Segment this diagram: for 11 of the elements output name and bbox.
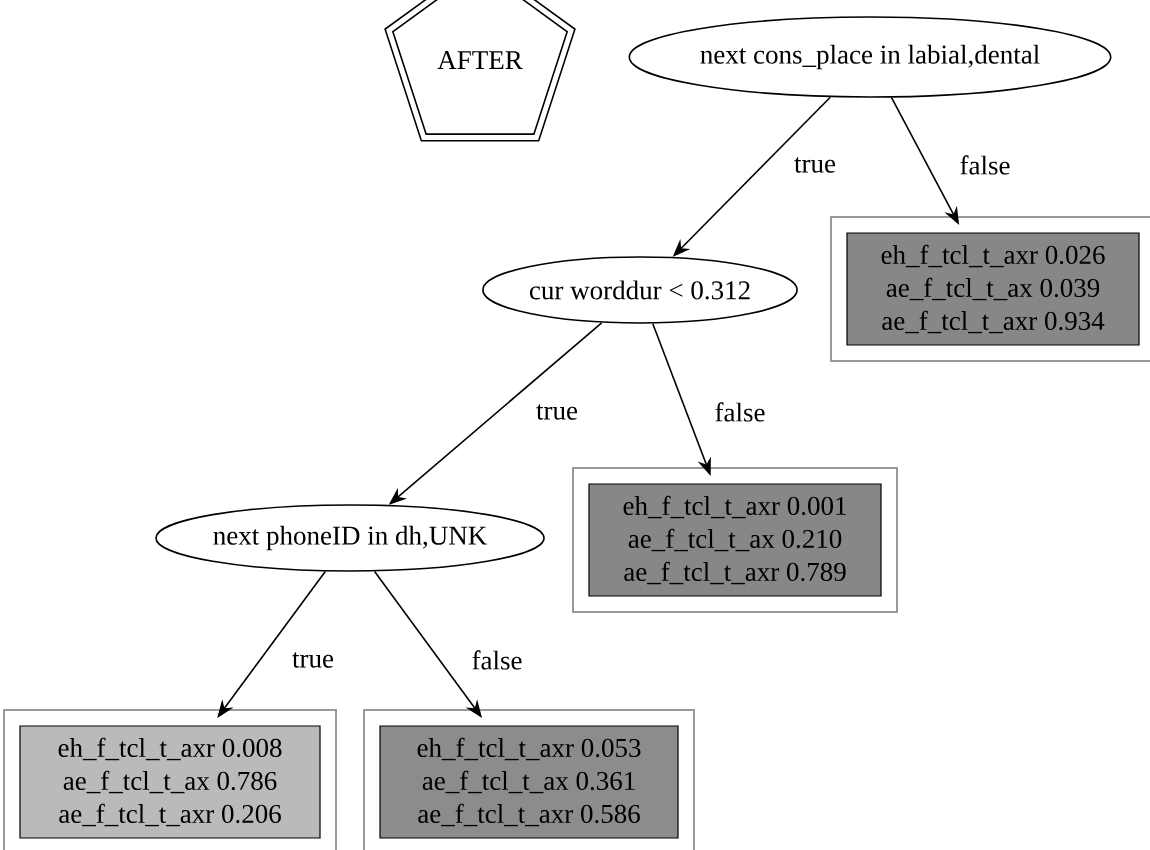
pentagon-node: AFTER bbox=[384, 0, 576, 142]
edge-label: true bbox=[534, 402, 580, 422]
edge-label: false bbox=[957, 153, 1013, 177]
edge-label: false bbox=[469, 648, 525, 672]
leaf-box: eh_f_tcl_t_axr 0.008 ae_f_tcl_t_ax 0.786 ae_f_tcl_t_axr 0.206 bbox=[3, 709, 337, 850]
edge-label: true bbox=[792, 155, 838, 175]
leaf-box: eh_f_tcl_t_axr 0.026 ae_f_tcl_t_ax 0.039 ae_f_tcl_t_axr 0.934 bbox=[830, 216, 1150, 362]
leaf-box: eh_f_tcl_t_axr 0.001 ae_f_tcl_t_ax 0.210 ae_f_tcl_t_axr 0.789 bbox=[572, 467, 898, 613]
edge-label: true bbox=[290, 650, 336, 670]
edge-label: false bbox=[712, 400, 768, 424]
leaf-box: eh_f_tcl_t_axr 0.053 ae_f_tcl_t_ax 0.361 ae_f_tcl_t_axr 0.586 bbox=[363, 709, 695, 850]
